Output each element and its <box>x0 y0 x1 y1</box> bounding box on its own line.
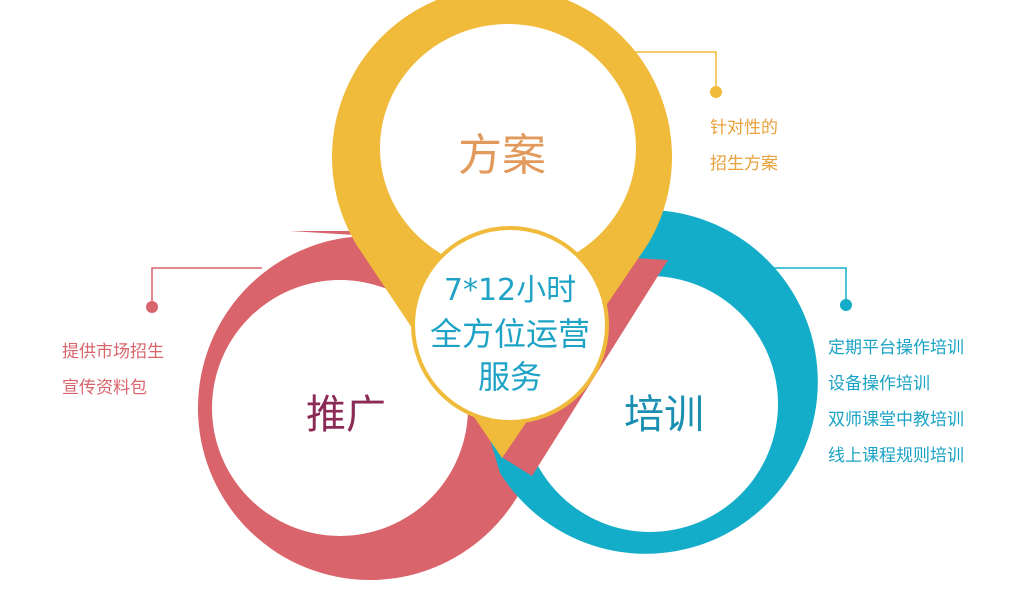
connector-right <box>760 267 852 311</box>
note-left-promotion: 提供市场招生 宣传资料包 <box>62 334 164 406</box>
note-top-plan: 针对性的 招生方案 <box>710 110 778 182</box>
connector-right-dot <box>840 299 852 311</box>
center-line-1: 7*12小时 <box>444 273 576 308</box>
petal-left-label: 推广 <box>306 392 386 438</box>
note-right-line: 线上课程规则培训 <box>828 446 964 466</box>
note-right-line: 设备操作培训 <box>828 374 930 394</box>
connector-top <box>624 51 722 98</box>
note-top-line: 针对性的 <box>710 118 778 138</box>
petal-top-hole <box>380 24 636 272</box>
center-ring <box>411 226 609 424</box>
connector-left-dot <box>146 301 158 313</box>
center-line-3: 服务 <box>478 358 542 396</box>
note-right-line: 双师课堂中教培训 <box>828 410 964 430</box>
petal-top-label: 方案 <box>458 130 546 181</box>
note-left-line: 提供市场招生 <box>62 342 164 362</box>
connector-top-dot <box>710 86 722 98</box>
note-right-training: 定期平台操作培训 设备操作培训 双师课堂中教培训 线上课程规则培训 <box>828 330 964 474</box>
center-line-2: 全方位运营 <box>430 315 590 353</box>
note-left-line: 宣传资料包 <box>62 378 147 398</box>
connector-left <box>146 267 262 313</box>
petal-left-hole <box>212 280 468 536</box>
petal-right-label: 培训 <box>624 392 704 438</box>
note-right-line: 定期平台操作培训 <box>828 338 964 358</box>
note-top-line: 招生方案 <box>710 154 778 174</box>
